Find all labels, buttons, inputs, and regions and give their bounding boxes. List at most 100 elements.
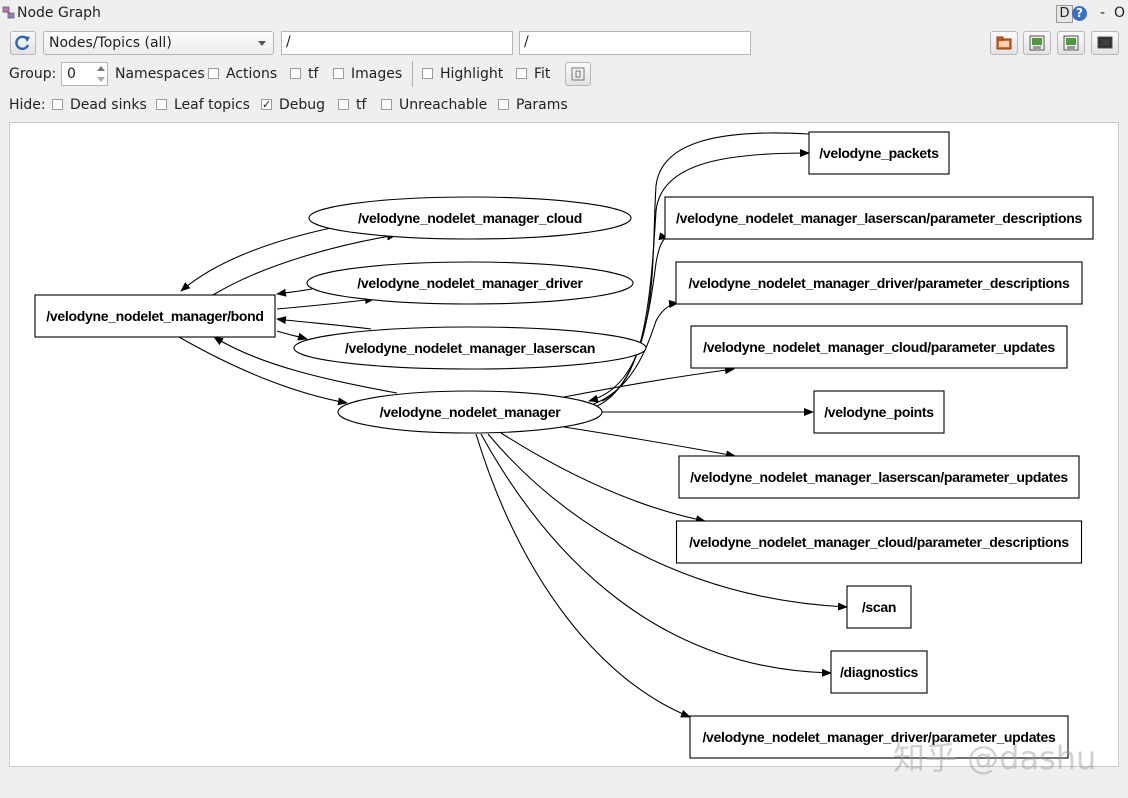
leaf-topics-label: Leaf topics [174, 97, 250, 113]
edge-manager-to-diag [480, 433, 832, 677]
tf-group-label: tf [308, 66, 319, 82]
app-icon [2, 6, 15, 19]
graph-label: /velodyne_nodelet_manager_driver/paramet… [702, 729, 1056, 745]
actions-checkbox[interactable] [290, 68, 301, 79]
group-label: Group: [9, 66, 57, 82]
spin-up-icon[interactable] [97, 66, 105, 71]
graph-label: /velodyne_nodelet_manager_laserscan [345, 340, 595, 356]
graph-topic-cloud_upd[interactable]: /velodyne_nodelet_manager_cloud/paramete… [690, 325, 1068, 369]
tf-group-checkbox[interactable] [333, 68, 344, 79]
toolbar-separator [412, 61, 413, 87]
hide-label: Hide: [9, 97, 46, 113]
unreachable-label: Unreachable [399, 97, 488, 113]
chevron-down-icon [258, 41, 266, 46]
edge-laserscan-to-bond [276, 316, 372, 330]
node-ellipse [308, 196, 632, 240]
graph-label: /diagnostics [840, 664, 919, 680]
graph-label: /scan [862, 599, 896, 615]
load-dot-button[interactable] [990, 31, 1018, 55]
leaf-topics-checkbox[interactable] [156, 99, 167, 110]
graph-topic-bond[interactable]: /velodyne_nodelet_manager/bond [34, 294, 276, 338]
save-screenshot-button[interactable] [1091, 31, 1119, 55]
node-graph[interactable]: /velodyne_nodelet_manager_cloud/velodyne… [10, 123, 1118, 766]
graph-topic-points[interactable]: /velodyne_points [813, 390, 945, 434]
graph-topic-packets[interactable]: /velodyne_packets [808, 131, 950, 175]
debug-label: Debug [279, 97, 326, 113]
topic-box [675, 520, 1083, 564]
spin-down-icon[interactable] [97, 77, 105, 82]
topic-box [689, 715, 1069, 759]
params-checkbox[interactable] [498, 99, 509, 110]
dead-sinks-checkbox[interactable] [52, 99, 63, 110]
edge-manager-to-drv_upd [475, 433, 691, 718]
graph-topic-cloud_desc[interactable]: /velodyne_nodelet_manager_cloud/paramete… [675, 520, 1083, 564]
graph-topic-ls_upd[interactable]: /velodyne_nodelet_manager_laserscan/para… [678, 455, 1080, 499]
edge-bond-to-manager [178, 336, 348, 406]
dock-button[interactable]: D [1056, 5, 1073, 23]
graph-topic-scan[interactable]: /scan [846, 585, 912, 629]
namespaces-checkbox[interactable] [208, 68, 219, 79]
fit-label: Fit [534, 66, 551, 82]
topic-box [34, 294, 276, 338]
topic-box [664, 196, 1094, 240]
graph-label: /velodyne_packets [819, 145, 939, 161]
edge-manager-to-ls_desc [596, 232, 669, 407]
debug-checkbox[interactable]: ✓ [261, 98, 272, 111]
edge-driver-to-bond [276, 288, 313, 297]
graph-canvas[interactable]: /velodyne_nodelet_manager_cloud/velodyne… [9, 122, 1119, 767]
highlight-checkbox[interactable] [422, 68, 433, 79]
edge-manager-to-scan [487, 433, 848, 611]
fit-view-icon [571, 67, 585, 81]
graph-node-driver[interactable]: /velodyne_nodelet_manager_driver [306, 261, 634, 305]
images-label: Images [351, 66, 403, 82]
dead-sinks-label: Dead sinks [70, 97, 147, 113]
edge-bond-to-driver [276, 296, 375, 310]
watermark: 知乎 @dashu [893, 739, 1097, 777]
monitor-icon [1097, 36, 1113, 49]
save-svg-button[interactable] [1057, 31, 1085, 55]
graph-topic-drv_upd[interactable]: /velodyne_nodelet_manager_driver/paramet… [689, 715, 1069, 759]
close-button[interactable]: O [1114, 5, 1126, 21]
graph-type-select[interactable]: Nodes/Topics (all) [43, 31, 274, 55]
minimize-button[interactable]: - [1100, 5, 1106, 21]
graph-node-laserscan[interactable]: /velodyne_nodelet_manager_laserscan [293, 326, 647, 370]
graph-topic-drv_desc[interactable]: /velodyne_nodelet_manager_driver/paramet… [675, 261, 1083, 305]
graph-node-manager[interactable]: /velodyne_nodelet_manager [337, 390, 603, 434]
save-dot-button[interactable] [1023, 31, 1051, 55]
topic-filter-input[interactable]: / [519, 31, 751, 55]
graph-label: /velodyne_nodelet_manager_cloud [358, 210, 582, 226]
edge-bond-to-laserscan [276, 330, 308, 341]
group-spinbox[interactable]: 0 [61, 62, 108, 86]
edge-cloud-to-bond [180, 227, 332, 292]
graph-node-cloud[interactable]: /velodyne_nodelet_manager_cloud [308, 196, 632, 240]
graph-topic-diag[interactable]: /diagnostics [830, 650, 928, 694]
topic-box [690, 325, 1068, 369]
help-icon[interactable]: ? [1072, 6, 1087, 21]
topic-box [813, 390, 945, 434]
fit-checkbox[interactable] [516, 68, 527, 79]
topic-box [808, 131, 950, 175]
folder-open-icon [996, 36, 1012, 50]
node-ellipse [337, 390, 603, 434]
graph-label: /velodyne_nodelet_manager_cloud/paramete… [703, 339, 1055, 355]
refresh-icon [15, 35, 30, 51]
refresh-button[interactable] [10, 31, 36, 55]
graph-label: /velodyne_nodelet_manager/bond [46, 308, 263, 324]
topic-box [678, 455, 1080, 499]
window-title: Node Graph [17, 5, 101, 21]
group-value: 0 [67, 66, 76, 82]
namespaces-label: Namespaces [115, 66, 205, 82]
save-image-icon [1063, 35, 1079, 51]
fit-in-view-button[interactable] [565, 62, 591, 86]
topic-box [675, 261, 1083, 305]
unreachable-checkbox[interactable] [381, 99, 392, 110]
edge-manager-to-cloud_desc [500, 432, 706, 524]
topic-box [846, 585, 912, 629]
node-ellipse [293, 326, 647, 370]
node-ellipse [306, 261, 634, 305]
graph-label: /velodyne_nodelet_manager_driver [357, 275, 583, 291]
tf-label: tf [356, 97, 367, 113]
graph-topic-ls_desc[interactable]: /velodyne_nodelet_manager_laserscan/para… [664, 196, 1094, 240]
tf-checkbox[interactable] [338, 99, 349, 110]
node-filter-input[interactable]: / [281, 31, 513, 55]
